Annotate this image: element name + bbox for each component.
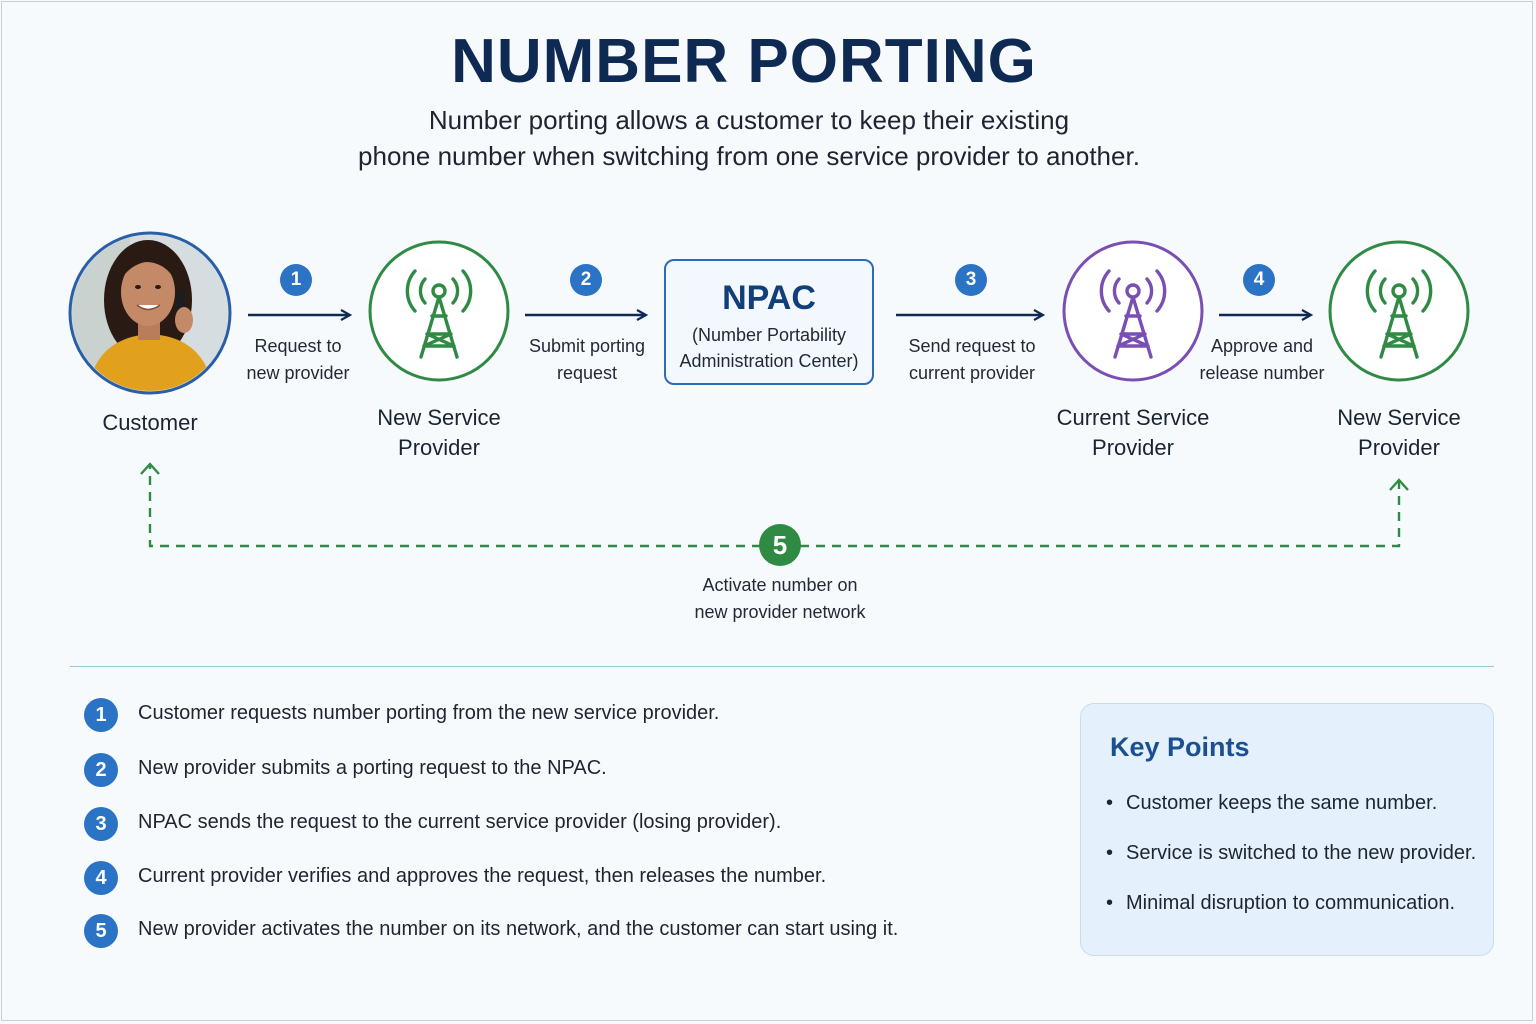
flow-label-3-line-1: Send request to: [908, 336, 1036, 356]
flow-badge-2: 2: [570, 264, 602, 296]
flow-label-4-line-1: Approve and: [1210, 336, 1314, 356]
current-provider-label-line-2: Provider: [1092, 435, 1174, 460]
step-text-2: New provider submits a porting request t…: [138, 757, 607, 779]
npac-full-line-2: Administration Center): [679, 351, 859, 371]
bullet-icon: •: [1106, 892, 1114, 914]
flow-label-4: Approve and release number: [1192, 333, 1332, 387]
dashed-arrowhead-left: [140, 462, 160, 475]
step-number-4: 4: [84, 861, 118, 895]
step-text-3: NPAC sends the request to the current se…: [138, 811, 782, 833]
flow-label-3-line-2: current provider: [908, 363, 1036, 383]
step-number-1: 1: [84, 698, 118, 732]
flow-label-5-line-2: new provider network: [694, 602, 866, 622]
flow-label-5-line-1: Activate number on: [702, 575, 858, 595]
npac-box: NPAC (Number Portability Administration …: [664, 259, 874, 385]
subtitle-line-1: Number porting allows a customer to keep…: [428, 105, 1070, 135]
flow-label-5: Activate number on new provider network: [670, 572, 890, 626]
new-provider-2-label: New Service Provider: [1319, 403, 1479, 463]
page-subtitle: Number porting allows a customer to keep…: [0, 102, 1498, 174]
flow-label-2: Submit porting request: [517, 333, 657, 387]
new-provider-label-line-2: Provider: [398, 435, 480, 460]
key-point-item-3: • Minimal disruption to communication.: [1106, 892, 1455, 915]
dashed-arrowhead-right: [1389, 478, 1409, 491]
section-divider: [70, 666, 1494, 667]
new-provider-2-label-line-1: New Service: [1337, 405, 1461, 430]
flow-label-3: Send request to current provider: [892, 333, 1052, 387]
current-provider-label-line-1: Current Service: [1056, 405, 1210, 430]
flow-label-1-line-2: new provider: [246, 363, 350, 383]
key-point-text-2: Service is switched to the new provider.: [1126, 842, 1477, 864]
new-provider-tower-icon: [368, 240, 510, 382]
flow-badge-5: 5: [759, 524, 801, 566]
page-title: NUMBER PORTING: [451, 27, 1037, 96]
key-point-text-3: Minimal disruption to communication.: [1126, 892, 1456, 914]
flow-label-4-line-2: release number: [1199, 363, 1325, 383]
new-provider-label-line-1: New Service: [377, 405, 501, 430]
bullet-icon: •: [1106, 792, 1114, 814]
customer-label-line: Customer: [102, 410, 198, 435]
npac-name: NPAC: [722, 279, 816, 317]
step-number-2: 2: [84, 753, 118, 787]
flow-badge-4: 4: [1243, 264, 1275, 296]
step-text-5: New provider activates the number on its…: [138, 918, 899, 940]
bullet-icon: •: [1106, 842, 1114, 864]
current-provider-label: Current Service Provider: [1033, 403, 1233, 463]
flow-badge-1: 1: [280, 264, 312, 296]
flow-label-2-line-1: Submit porting: [528, 336, 646, 356]
key-point-text-1: Customer keeps the same number.: [1126, 792, 1438, 814]
step-text-4: Current provider verifies and approves t…: [138, 865, 827, 887]
flow-label-1-line-1: Request to: [254, 336, 342, 356]
subtitle-line-2: phone number when switching from one ser…: [358, 141, 1140, 171]
key-point-item-2: • Service is switched to the new provider…: [1106, 842, 1476, 865]
key-points-title: Key Points: [1110, 732, 1250, 762]
flow-label-1: Request to new provider: [233, 333, 363, 387]
flow-badge-3: 3: [955, 264, 987, 296]
customer-label: Customer: [70, 408, 230, 438]
new-provider-2-label-line-2: Provider: [1358, 435, 1440, 460]
npac-full-name: (Number Portability Administration Cente…: [666, 322, 872, 374]
current-provider-tower-icon: [1062, 240, 1204, 382]
step-number-3: 3: [84, 807, 118, 841]
npac-full-line-1: (Number Portability: [691, 325, 847, 345]
key-point-item-1: • Customer keeps the same number.: [1106, 792, 1437, 815]
customer-avatar: [68, 231, 232, 395]
step-number-5: 5: [84, 914, 118, 948]
step-text-1: Customer requests number porting from th…: [138, 702, 720, 724]
new-provider-2-tower-icon: [1328, 240, 1470, 382]
new-provider-label: New Service Provider: [359, 403, 519, 463]
flow-label-2-line-2: request: [556, 363, 618, 383]
key-points-panel: Key Points • Customer keeps the same numb…: [1080, 703, 1494, 956]
